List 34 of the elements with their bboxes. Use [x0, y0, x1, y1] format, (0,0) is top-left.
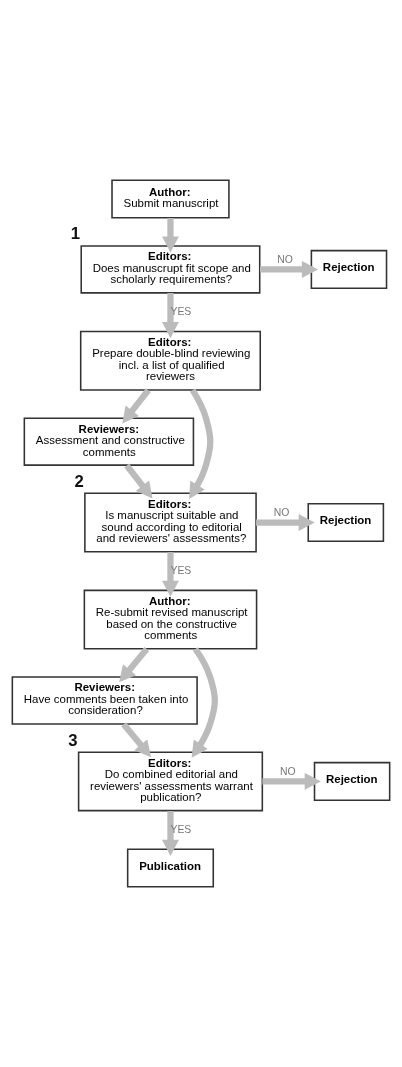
node-box: Editors: Do combined editorial and reviewers' assessments warrant publication?	[77, 751, 264, 812]
node-box: Rejection	[313, 761, 391, 801]
node-box: Publication	[126, 848, 215, 888]
arrow	[124, 463, 153, 499]
arrow	[189, 388, 214, 499]
arrow	[259, 260, 318, 278]
arrow	[162, 552, 179, 597]
edge-label: YES	[170, 823, 192, 835]
arrow	[162, 217, 179, 253]
node-box: Author: Re-submit revised manuscript based on the constructive comments	[83, 589, 258, 650]
node-box: Reviewers: Assessment and constructive comments	[23, 417, 195, 466]
arrow	[121, 722, 152, 758]
edge-label: YES	[170, 564, 192, 576]
arrow	[162, 811, 179, 856]
arrow	[162, 293, 179, 339]
node-box: Rejection	[307, 502, 385, 543]
arrow	[191, 647, 218, 758]
node-box: Reviewers: Have comments been taken into consideration?	[11, 676, 198, 725]
node-label: 1	[70, 224, 81, 244]
node-box: Rejection	[310, 249, 388, 289]
node-box: Editors: Is manuscript suitable and sound according to editorial and reviewers' assessments?	[84, 492, 257, 553]
arrow	[256, 514, 315, 531]
node-box: Editors: Does manuscrupt fit scope and scholarly requirements?	[80, 245, 261, 294]
edge-label: NO	[273, 507, 290, 519]
arrow	[119, 647, 150, 683]
edge-label: NO	[280, 766, 296, 778]
node-box: Editors: Prepare double-blind reviewing incl. a list of qualified reviewers	[79, 330, 262, 391]
node-label: 3	[68, 730, 78, 750]
edge-label: NO	[277, 254, 293, 266]
node-box: Author: Submit manuscript	[111, 179, 230, 219]
arrow	[122, 388, 151, 424]
arrow	[262, 772, 321, 790]
node-label: 2	[74, 471, 84, 491]
edge-label: YES	[170, 305, 192, 317]
